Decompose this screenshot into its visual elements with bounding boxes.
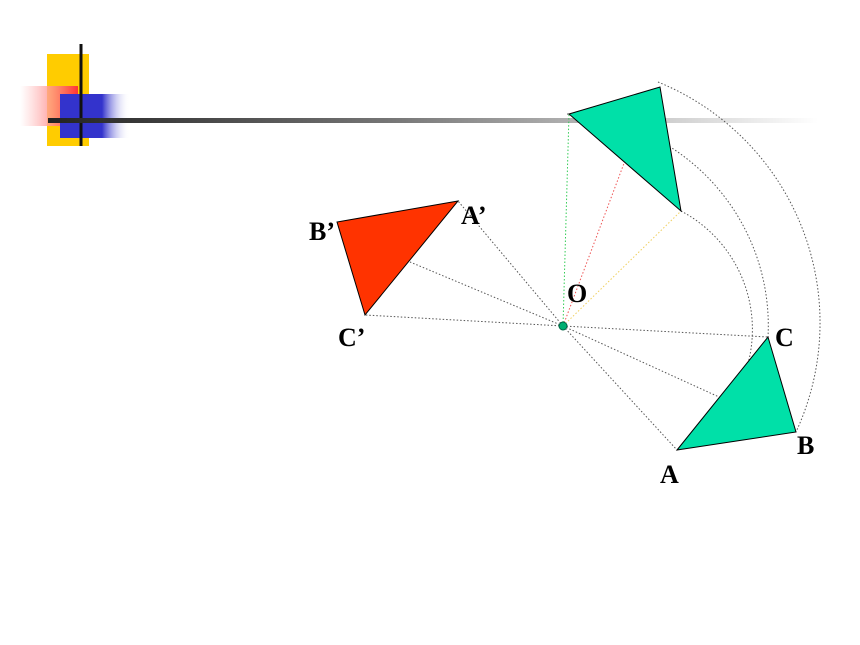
line-o-mid-green [562,113,570,327]
arc-b [657,81,821,433]
label-b: B [797,431,814,460]
line-o-a [562,325,678,451]
guide-lines [364,113,797,451]
line-o-mid-yellow [562,210,682,327]
label-a: A [660,460,679,489]
triangle-a-b-c-prime [336,200,460,317]
center-point-o [558,321,568,331]
header-rule [48,118,818,123]
label-a-prime: A’ [461,201,487,230]
line-o-c [562,325,769,338]
triangle-abc [675,335,797,451]
corner-squares-logo [20,44,130,146]
line-o-c-prime [364,314,564,327]
line-o-a-prime [457,200,564,327]
line-o-b [562,325,797,433]
line-o-b-prime [409,261,564,327]
label-c-prime: C’ [338,323,365,352]
triangle-intermediate [567,86,682,213]
label-b-prime: B’ [309,217,335,246]
label-o: O [567,279,587,308]
label-c: C [775,323,794,352]
logo-blue-square [60,94,130,138]
